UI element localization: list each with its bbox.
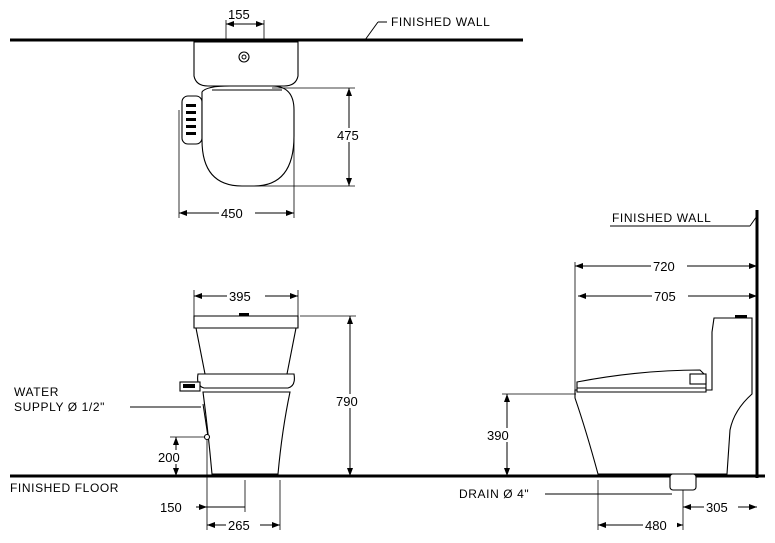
drain-label: DRAIN Ø 4" xyxy=(459,487,529,501)
dim-top-inlet-width: 155 xyxy=(228,7,250,22)
dim-side-seat-height: 390 xyxy=(487,428,509,443)
seat-lid-top xyxy=(201,85,295,187)
dim-side-drain-offset: 305 xyxy=(706,500,728,515)
flush-button-icon xyxy=(238,51,250,63)
finished-floor-label: FINISHED FLOOR xyxy=(10,481,119,495)
tank-lid-front xyxy=(193,315,299,329)
dim-front-supply-height: 200 xyxy=(158,450,180,465)
tank-body-front xyxy=(195,327,297,375)
water-supply-label-2: SUPPLY Ø 1/2" xyxy=(14,400,105,414)
dim-front-supply-offset: 150 xyxy=(160,500,182,515)
top-view: FINISHED WALL 155 475 450 xyxy=(10,7,523,221)
dim-side-tank-depth: 705 xyxy=(654,289,676,304)
dim-front-total-height: 790 xyxy=(336,394,358,409)
dim-front-base-width: 265 xyxy=(228,518,250,533)
seat-front xyxy=(197,373,295,389)
dim-side-base-depth: 480 xyxy=(645,518,667,533)
finished-wall-label-side: FINISHED WALL xyxy=(612,211,711,225)
wall-leader-top xyxy=(364,21,379,41)
supply-valve xyxy=(203,433,211,441)
dim-top-total-width: 450 xyxy=(221,206,243,221)
finished-wall-label-top: FINISHED WALL xyxy=(391,15,490,29)
bowl-front xyxy=(202,391,291,475)
drain-pipe xyxy=(669,473,697,491)
dim-top-seat-depth: 475 xyxy=(337,128,359,143)
side-view: FINISHED WALL 720 705 390 DRAIN Ø 4" 4 xyxy=(459,210,759,533)
water-supply-label-1: WATER xyxy=(14,385,59,399)
control-panel-side xyxy=(689,373,707,385)
dim-side-total-depth: 720 xyxy=(653,259,675,274)
dim-front-seat-width: 395 xyxy=(229,289,251,304)
front-view: 395 790 WATER SUPPLY Ø 1/2" 200 150 265 xyxy=(14,289,368,533)
toilet-body-side xyxy=(574,317,753,475)
tank-top-outline xyxy=(193,41,299,87)
seat-lid-side xyxy=(576,369,707,393)
